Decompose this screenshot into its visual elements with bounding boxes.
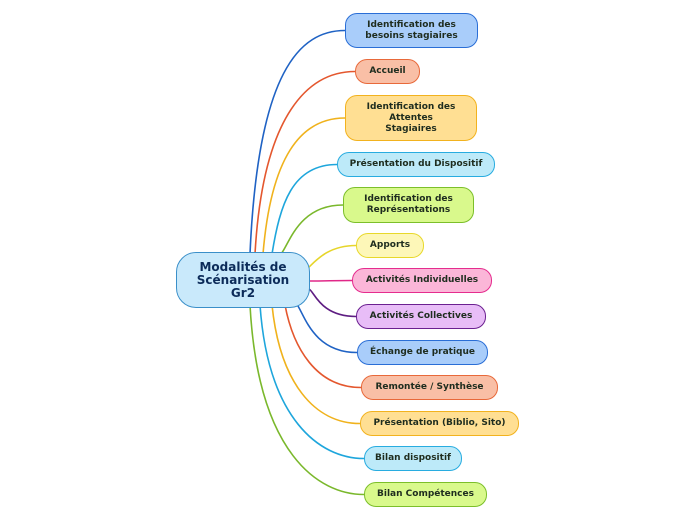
connector-biblio [271, 304, 361, 425]
connector-representations [280, 204, 344, 255]
connector-bilan-dispositif [259, 304, 365, 460]
topic-attentes[interactable]: Identification des Attentes Stagiaires [345, 95, 477, 141]
topic-echange[interactable]: Échange de pratique [357, 340, 488, 365]
topic-representations[interactable]: Identification des Représentations [343, 187, 474, 223]
connector-dispositif [271, 163, 338, 255]
connector-collectives [304, 288, 357, 318]
topic-apports[interactable]: Apports [356, 233, 424, 258]
topic-bilan-competences[interactable]: Bilan Compétences [364, 482, 487, 507]
connector-remontee [284, 304, 362, 389]
topic-dispositif[interactable]: Présentation du Dispositif [337, 152, 495, 177]
central-topic[interactable]: Modalités de Scénarisation Gr2 [176, 252, 310, 308]
topic-collectives[interactable]: Activités Collectives [356, 304, 486, 329]
topic-individuelles[interactable]: Activités Individuelles [352, 268, 492, 293]
connector-accueil [254, 70, 356, 255]
topic-accueil[interactable]: Accueil [355, 59, 420, 84]
topic-biblio[interactable]: Présentation (Biblio, Sito) [360, 411, 519, 436]
connector-bilan-competences [249, 304, 365, 496]
connector-attentes [262, 117, 346, 255]
connector-echange [295, 302, 358, 354]
topic-remontee[interactable]: Remontée / Synthèse [361, 375, 498, 400]
connector-individuelles [307, 279, 353, 282]
topic-besoins[interactable]: Identification des besoins stagiaires [345, 13, 478, 48]
topic-bilan-dispositif[interactable]: Bilan dispositif [364, 446, 462, 471]
connector-besoins [249, 29, 346, 255]
